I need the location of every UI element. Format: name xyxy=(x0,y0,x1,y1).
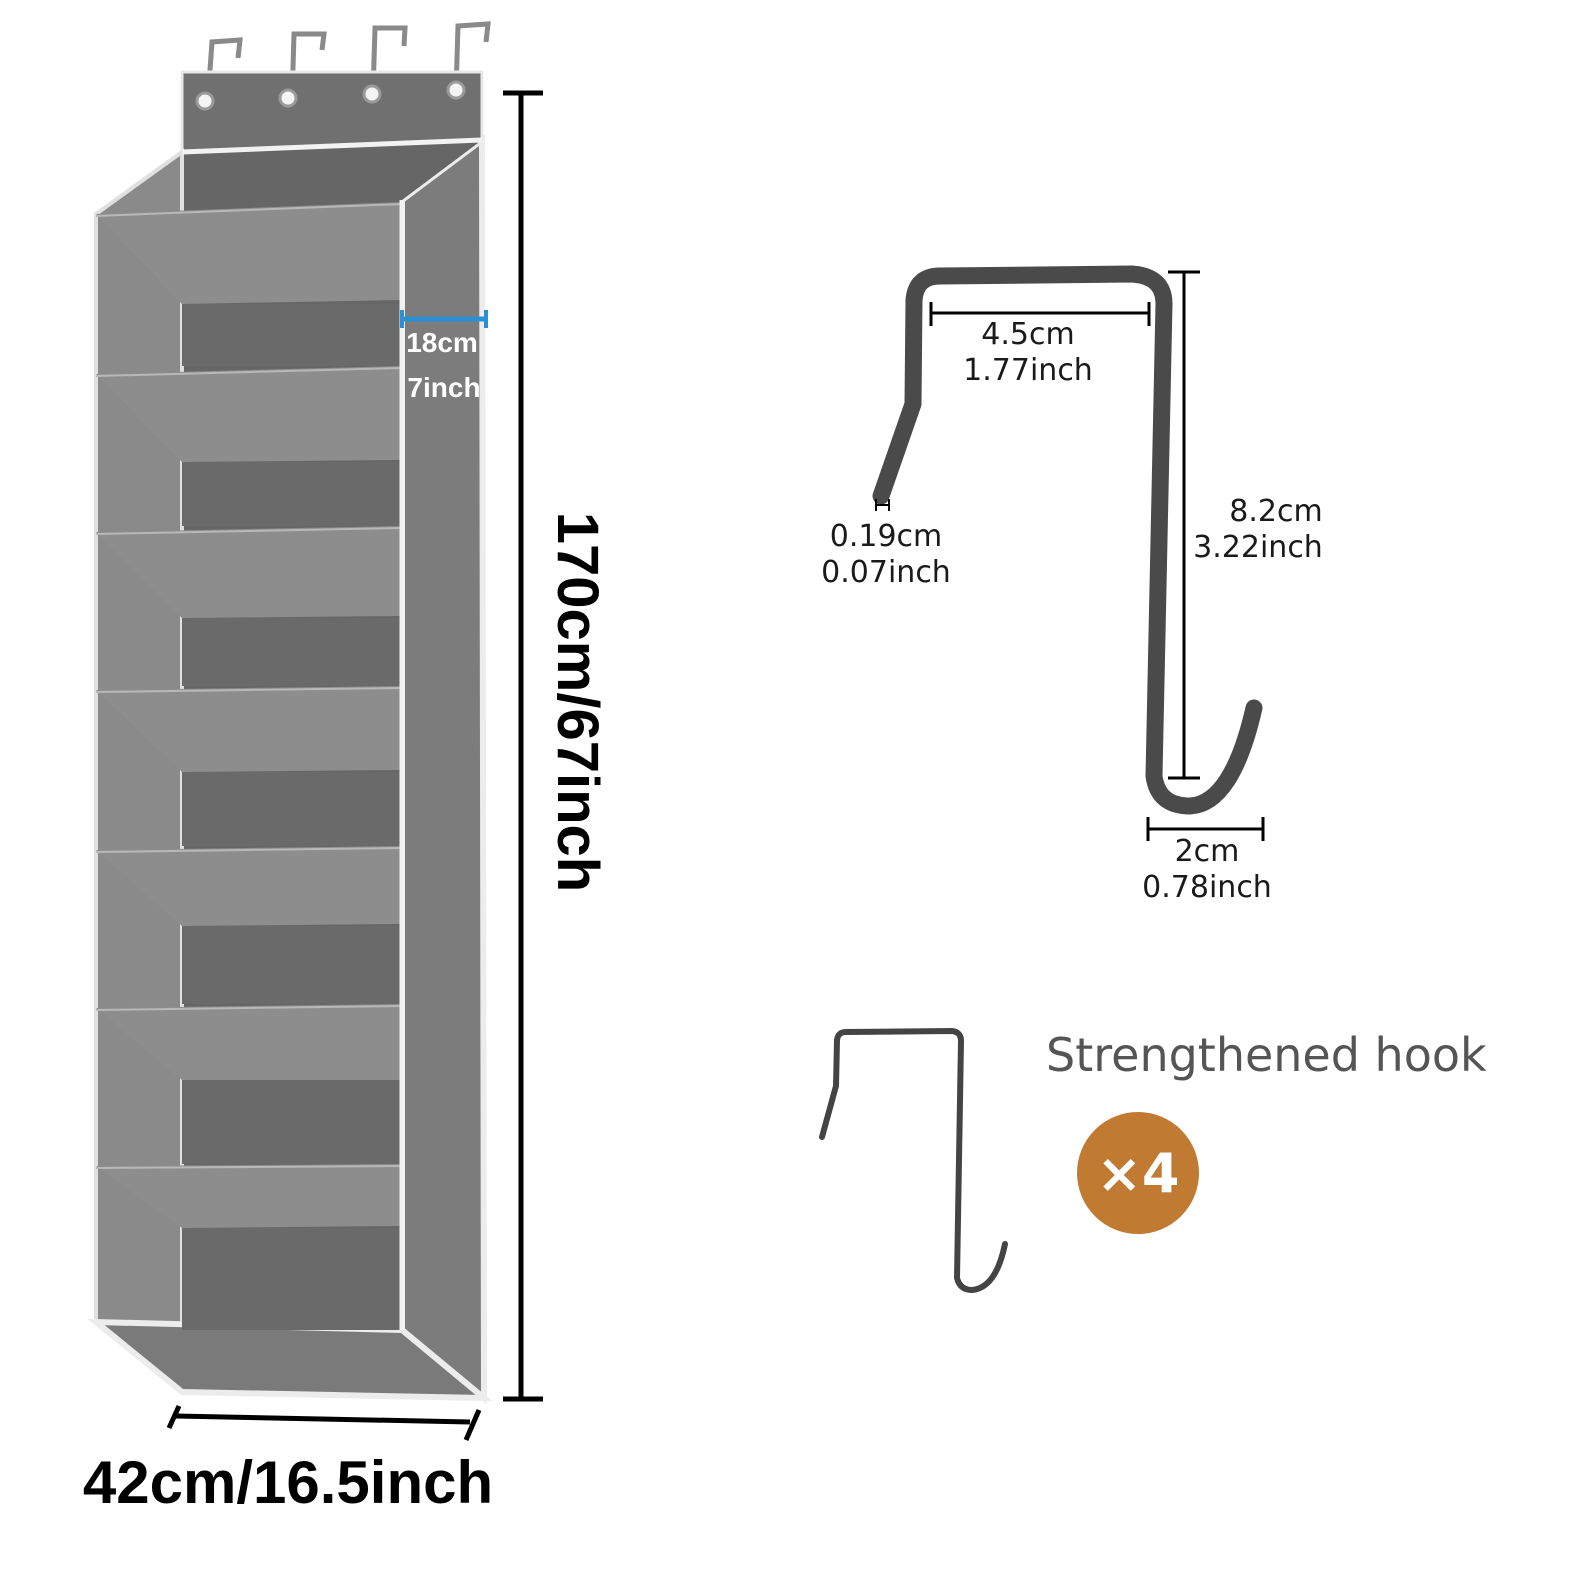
hook-width-inch: 1.77inch xyxy=(963,353,1093,388)
hook-width-dimension xyxy=(929,302,1151,326)
hook-height-dimension xyxy=(1168,270,1200,780)
depth-label-inch: 7inch xyxy=(407,372,480,403)
hook-thickness-cm: 0.19cm xyxy=(830,519,943,554)
shelf xyxy=(96,366,402,526)
strengthened-hook-icon xyxy=(819,1028,1008,1293)
hook-width-cm: 4.5cm xyxy=(981,317,1074,352)
hook-thickness-inch: 0.07inch xyxy=(821,555,951,590)
shelf xyxy=(96,202,402,366)
over-door-organizer xyxy=(87,21,493,1405)
depth-label-cm: 18cm xyxy=(406,327,478,358)
shelf xyxy=(96,526,402,686)
hook-height-inch: 3.22inch xyxy=(1193,530,1323,565)
width-label: 42cm/16.5inch xyxy=(83,1449,493,1516)
height-label: 170cm/67inch xyxy=(545,512,610,892)
shelf xyxy=(96,846,402,1004)
hook-height-cm: 8.2cm xyxy=(1229,494,1322,529)
hook-thickness-dimension xyxy=(875,499,890,511)
shelf xyxy=(96,686,402,846)
hook-bottom-cm: 2cm xyxy=(1175,834,1240,869)
depth-marker xyxy=(400,310,488,328)
quantity-badge: ×4 xyxy=(1077,1112,1199,1234)
height-dimension-line xyxy=(503,90,543,1402)
shelf-edges xyxy=(95,203,403,1169)
quantity-label: ×4 xyxy=(1097,1142,1180,1205)
shelf xyxy=(96,1004,402,1164)
organizer-hanger-hooks xyxy=(205,21,491,103)
hook-diagram xyxy=(872,265,1263,815)
organizer-shelves xyxy=(96,202,402,1330)
strengthened-hook-title: Strengthened hook xyxy=(1046,1028,1487,1082)
shelf xyxy=(96,1164,402,1330)
organizer-header-panel xyxy=(180,70,484,154)
hook-bottom-inch: 0.78inch xyxy=(1142,870,1272,905)
width-dimension-line xyxy=(166,1404,482,1441)
grommets xyxy=(195,80,466,111)
hook-bottom-dimension xyxy=(1146,817,1265,841)
